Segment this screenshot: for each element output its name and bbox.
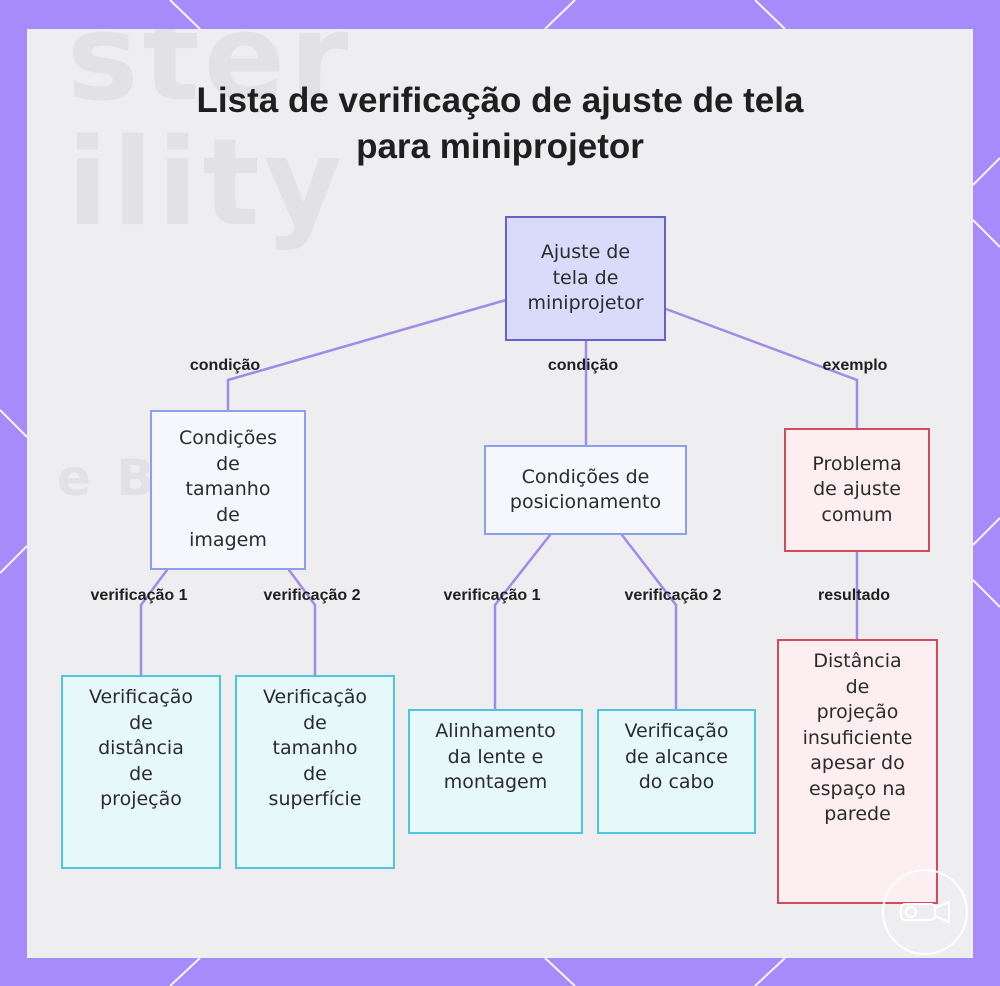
edge-image-surface (287, 568, 317, 678)
node-surface-check: Verificação de tamanho de superfície (235, 675, 395, 869)
node-common-problem: Problema de ajuste comum (784, 428, 930, 552)
edge-label-condition-2: condição (547, 357, 619, 374)
edge-label-image-check-2: verificação 2 (263, 587, 361, 604)
edge-positioning-lens (493, 533, 552, 712)
diagram-title: Lista de verificação de ajuste de tela p… (196, 81, 804, 166)
node-result: Distância de projeção insuficiente apesa… (777, 639, 938, 904)
edge-label-positioning-check-2: verificação 2 (624, 587, 722, 604)
node-lens-mount: Alinhamento da lente e montagem (408, 709, 583, 834)
edge-label-example: exemplo (822, 357, 888, 374)
edge-image-distance (139, 568, 169, 678)
background-watermark-1: ster (67, 29, 353, 128)
node-distance-check: Verificação de distância de projeção (61, 675, 221, 869)
edge-label-result: resultado (817, 587, 891, 604)
node-positioning-conditions: Condições de posicionamento (484, 445, 687, 535)
node-cable-reach: Verificação de alcance do cabo (597, 709, 756, 834)
node-root: Ajuste de tela de miniprojetor (505, 216, 666, 341)
node-image-size-conditions: Condições de tamanho de imagem (150, 410, 306, 570)
projector-logo-icon (882, 869, 968, 955)
edge-root-image-size (226, 298, 508, 413)
edge-label-image-check-1: verificação 1 (90, 587, 188, 604)
edge-positioning-cable (620, 533, 678, 712)
background-watermark-2: ility (67, 114, 346, 253)
edge-label-positioning-check-1: verificação 1 (443, 587, 541, 604)
edge-label-condition-1: condição (189, 357, 261, 374)
edge-root-problem (664, 307, 859, 431)
